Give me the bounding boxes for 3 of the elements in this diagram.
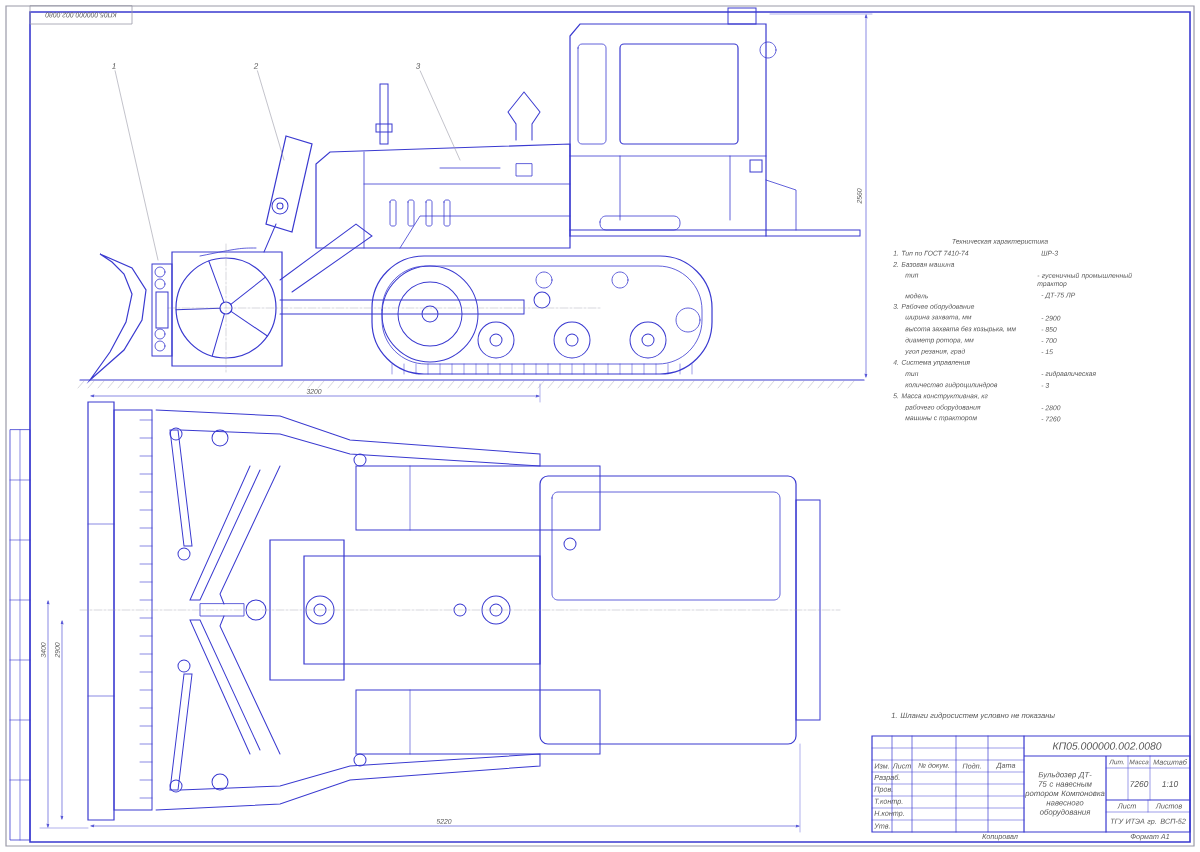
leader-line xyxy=(114,70,159,261)
leader-line xyxy=(257,70,285,161)
leader-line xyxy=(419,70,461,161)
